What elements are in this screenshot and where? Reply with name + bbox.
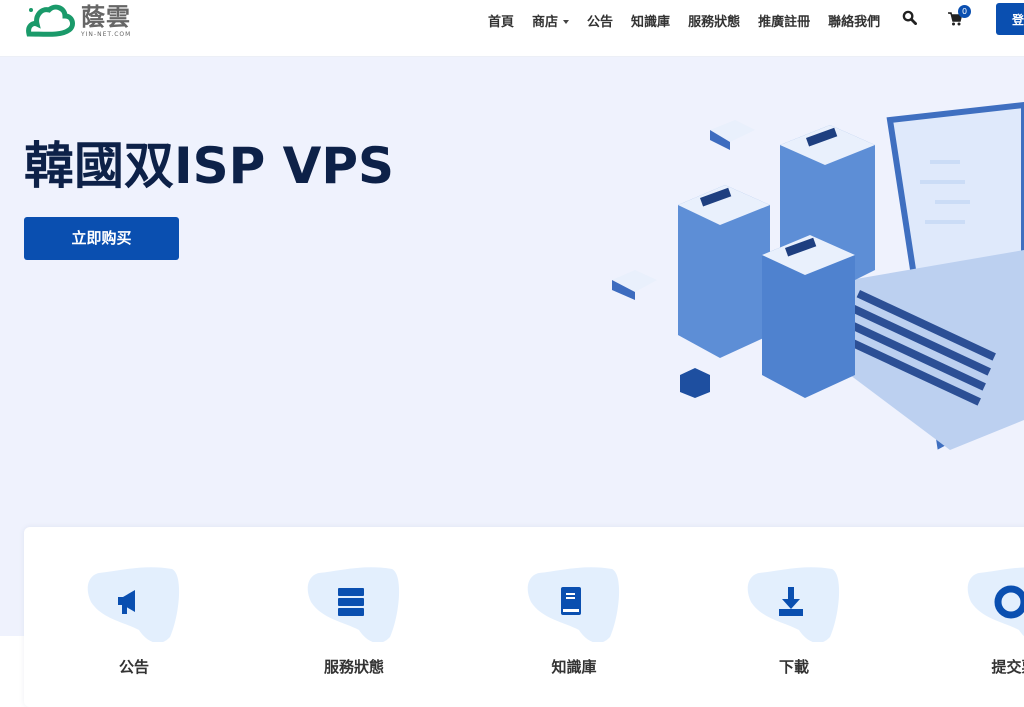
lifebuoy-icon: [994, 585, 1024, 619]
nav-server-status[interactable]: 服務狀態: [688, 14, 741, 30]
quick-link-tile[interactable]: 下載: [739, 567, 849, 677]
quick-link-label: 提交票: [991, 658, 1024, 676]
nav-knowledgebase[interactable]: 知識庫: [631, 14, 671, 30]
search-icon[interactable]: [902, 10, 917, 29]
hero-title: 韓國双ISP VPS: [24, 137, 395, 195]
nav-store[interactable]: 商店: [532, 11, 570, 30]
quick-link-tile[interactable]: 知識庫: [519, 567, 629, 677]
login-button[interactable]: 登: [996, 3, 1024, 35]
blob-background: [84, 567, 184, 642]
quick-link-label: 下載: [778, 658, 809, 676]
quick-links-card: 公告 服務狀態 知識庫 下載 提交票: [24, 527, 1024, 707]
nav-home[interactable]: 首頁: [488, 14, 515, 30]
cart-button[interactable]: 0: [948, 5, 971, 30]
blob-background: [304, 567, 404, 642]
download-icon: [779, 587, 803, 616]
cart-count-badge: 0: [958, 5, 971, 18]
quick-link-tile[interactable]: 提交票: [959, 567, 1024, 677]
quick-link-label: 知識庫: [551, 658, 597, 676]
header: 蔭雲 YIN-NET.COM 首頁 商店 公告 知識庫 服務狀態 推廣註冊 聯絡…: [0, 0, 1024, 57]
blob-background: [964, 567, 1024, 642]
quick-link-tile[interactable]: 服務狀態: [299, 567, 409, 677]
quick-link-tile[interactable]: 公告: [79, 567, 189, 677]
book-icon: [561, 587, 581, 615]
logo[interactable]: 蔭雲 YIN-NET.COM: [25, 3, 131, 38]
cloud-logo-icon: [26, 4, 75, 37]
buy-now-button[interactable]: 立即购买: [24, 217, 179, 260]
nav-store-label: 商店: [532, 14, 559, 30]
nav-affiliates[interactable]: 推廣註冊: [758, 14, 811, 30]
quick-link-label: 服務狀態: [323, 658, 384, 676]
logo-text: 蔭雲: [81, 3, 131, 31]
nav-contact[interactable]: 聯絡我們: [828, 14, 881, 30]
server-icon: [338, 588, 364, 616]
quick-link-label: 公告: [118, 658, 149, 676]
logo-domain: YIN-NET.COM: [81, 31, 132, 38]
blob-background: [524, 567, 624, 642]
main-nav: 首頁 商店 公告 知識庫 服務狀態 推廣註冊 聯絡我們: [488, 0, 898, 40]
nav-announcements[interactable]: 公告: [587, 14, 614, 30]
megaphone-icon: [118, 590, 135, 614]
server-laptop-illustration: [612, 101, 1024, 450]
blob-background: [744, 567, 844, 642]
caret-down-icon: [563, 20, 570, 24]
